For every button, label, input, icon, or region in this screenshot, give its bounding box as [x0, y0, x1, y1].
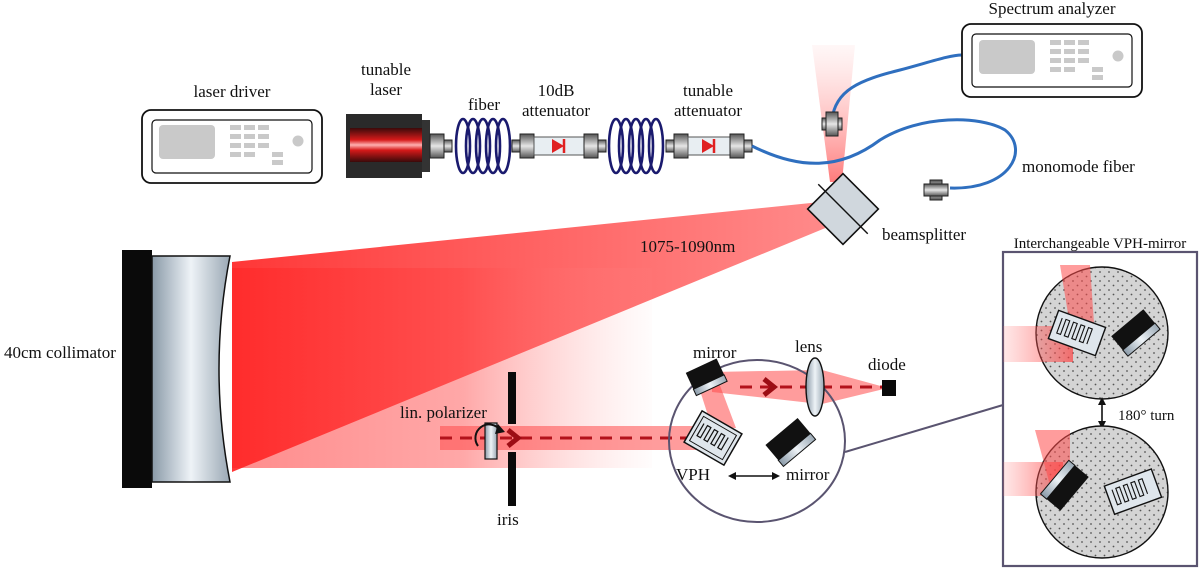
inset-vph-bottom [1103, 468, 1163, 516]
tunable-laser [346, 114, 453, 178]
laser-driver [141, 109, 323, 184]
lin-polarizer-label: lin. polarizer [400, 403, 487, 422]
mirror-bottom-label: mirror [786, 465, 830, 484]
collimator-label: 40cm collimator [4, 343, 116, 362]
beam-to-diode [822, 370, 888, 404]
inset-title: Interchangeable VPH-mirror [1014, 236, 1187, 252]
attenuator-10db-label-1: 10dB [538, 81, 575, 100]
fiber-coil-2 [607, 117, 665, 175]
lens [805, 357, 825, 417]
attenuator-10db-label-2: attenuator [522, 101, 590, 120]
wavelength-label: 1075-1090nm [640, 237, 735, 256]
beamsplitter-label: beamsplitter [882, 225, 966, 244]
spectrum-analyzer [961, 23, 1143, 98]
vph-setup-outline [668, 359, 846, 523]
vph-label: VPH [676, 465, 710, 484]
linear-polarizer [474, 422, 505, 460]
monomode-fiber-label: monomode fiber [1022, 157, 1135, 176]
fiber-label: fiber [468, 95, 500, 114]
tunable-attenuator-label-1: tunable [683, 81, 733, 100]
diode-label: diode [868, 355, 906, 374]
fiber-connector-top [821, 111, 843, 137]
inset-mirror-bottom [1039, 459, 1089, 511]
fiber-coil-1 [454, 117, 512, 175]
tunable-attenuator [665, 133, 753, 159]
mirror-top-label: mirror [693, 343, 737, 362]
spectrum-analyzer-label: Spectrum analyzer [989, 0, 1116, 18]
tunable-laser-label-2: laser [370, 80, 402, 99]
fiber-connector-right [923, 179, 949, 201]
turn-label: 180° turn [1118, 408, 1175, 424]
inset-vph-top [1047, 309, 1107, 357]
laser-driver-label: laser driver [194, 82, 271, 101]
monomode-fiber [751, 118, 1017, 190]
vph-grating [683, 409, 743, 467]
iris-label: iris [497, 510, 519, 529]
collimator-mirror [122, 250, 231, 488]
tunable-attenuator-label-2: attenuator [674, 101, 742, 120]
beam-arrow-1 [506, 428, 523, 448]
attenuator-10db [511, 133, 607, 159]
lens-label: lens [795, 337, 822, 356]
turn-arrow [1098, 397, 1106, 429]
inset-mirror-top [1111, 309, 1161, 357]
inset-connector-line [844, 404, 1004, 453]
iris [508, 372, 516, 506]
upper-mirror [685, 358, 728, 397]
tunable-laser-label-1: tunable [361, 60, 411, 79]
beamsplitter [806, 172, 880, 246]
lower-mirror [765, 417, 817, 468]
diode [882, 380, 896, 396]
beam-arrow-2 [762, 377, 779, 397]
swap-arrow [728, 472, 780, 480]
analyzer-fiber [830, 53, 963, 121]
